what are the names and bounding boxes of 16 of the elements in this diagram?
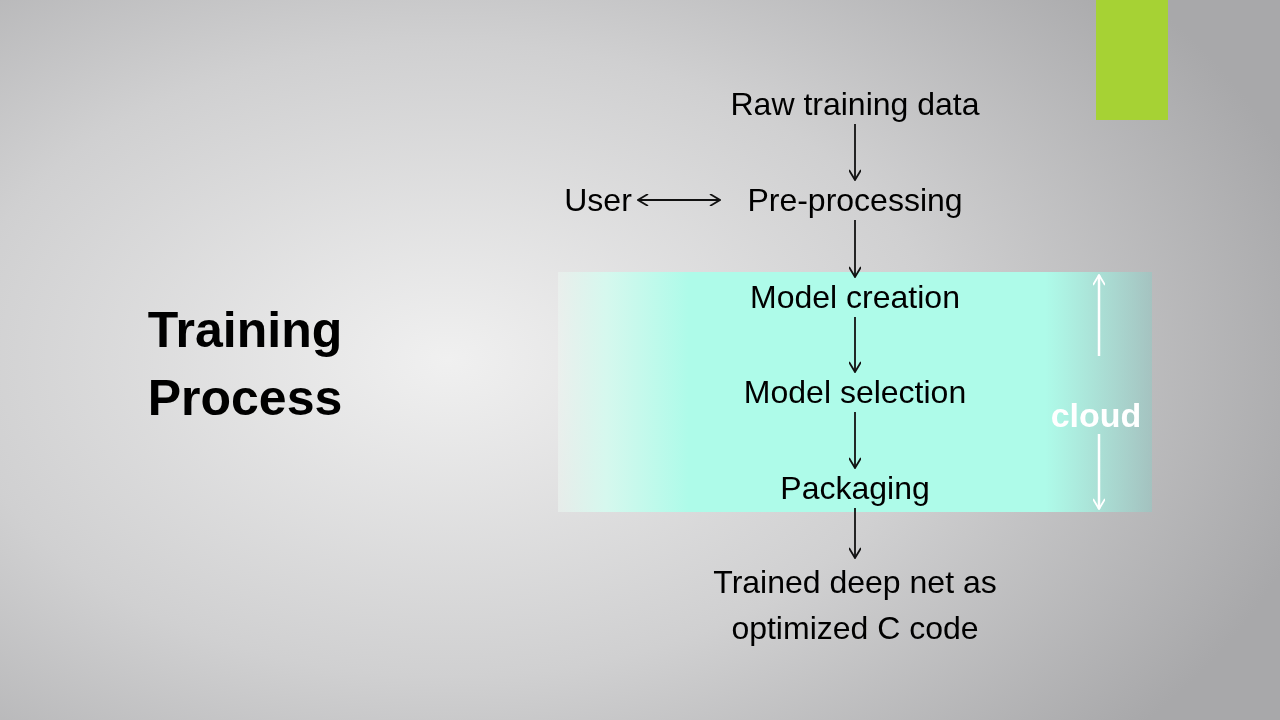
arrow bbox=[848, 316, 862, 373]
step-label: User bbox=[558, 180, 638, 220]
arrow bbox=[848, 123, 862, 181]
step-label: Raw training data bbox=[690, 84, 1020, 124]
step-label: Packaging bbox=[752, 468, 958, 508]
step-label: Pre-processing bbox=[720, 180, 990, 220]
step-label: Trained deep net as optimized C code bbox=[660, 558, 1050, 652]
cloud-band bbox=[558, 272, 1152, 512]
arrow bbox=[848, 219, 862, 278]
arrow bbox=[848, 411, 862, 469]
slide-title: Training Process bbox=[146, 301, 344, 428]
arrow bbox=[637, 193, 721, 207]
band-label: cloud bbox=[1049, 395, 1143, 435]
arrow bbox=[848, 507, 862, 559]
step-label: Model creation bbox=[710, 277, 1000, 317]
step-label: Model selection bbox=[705, 372, 1005, 412]
